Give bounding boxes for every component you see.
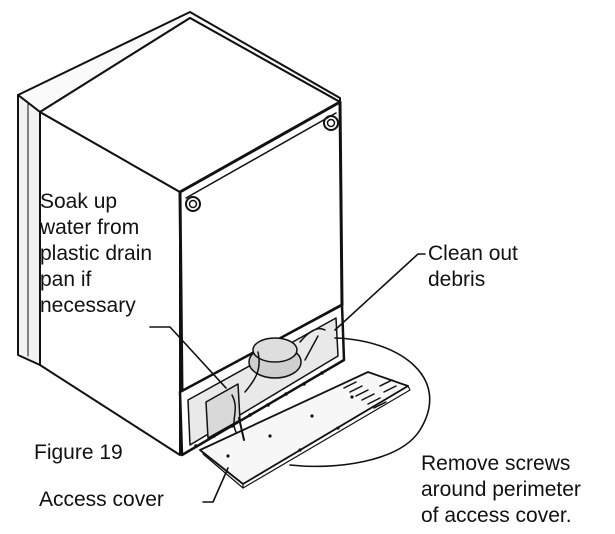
access-cover-callout: Access cover: [39, 487, 164, 513]
leader-remove: [289, 337, 431, 468]
leader-soak: [149, 326, 227, 389]
door-hinge-top-right-icon: [323, 115, 339, 131]
vent-slots-icon: [343, 379, 397, 409]
remove-screws-callout: Remove screws around perimeter of access…: [421, 451, 581, 529]
access-cover-plate: [199, 371, 411, 489]
remove-line-2: around perimeter: [421, 478, 581, 501]
soak-line-2: water from: [40, 216, 140, 239]
soak-line-4: pan if: [40, 268, 92, 291]
remove-line-3: of access cover.: [421, 504, 572, 527]
figure-number: Figure 19: [34, 441, 123, 464]
machinery-compartment: [178, 303, 346, 457]
soak-line-5: necessary: [40, 294, 136, 317]
figure-caption: Figure 19: [34, 440, 123, 466]
soak-up-water-callout: Soak up water from plastic drain pan if …: [40, 189, 152, 319]
clean-line-2: debris: [428, 268, 486, 291]
cabinet-side-panel: [17, 11, 341, 456]
clean-out-debris-callout: Clean out debris: [428, 241, 518, 293]
leader-lines: [149, 253, 431, 503]
remove-line-1: Remove screws: [421, 452, 571, 475]
soak-line-1: Soak up: [40, 190, 118, 213]
access-cover-label: Access cover: [39, 488, 164, 511]
leader-access: [202, 467, 229, 503]
leader-clean: [334, 253, 426, 331]
clean-line-1: Clean out: [428, 242, 518, 265]
soak-line-3: plastic drain: [40, 242, 153, 265]
cabinet-door: [178, 100, 344, 394]
door-hinge-top-left-icon: [185, 196, 201, 212]
